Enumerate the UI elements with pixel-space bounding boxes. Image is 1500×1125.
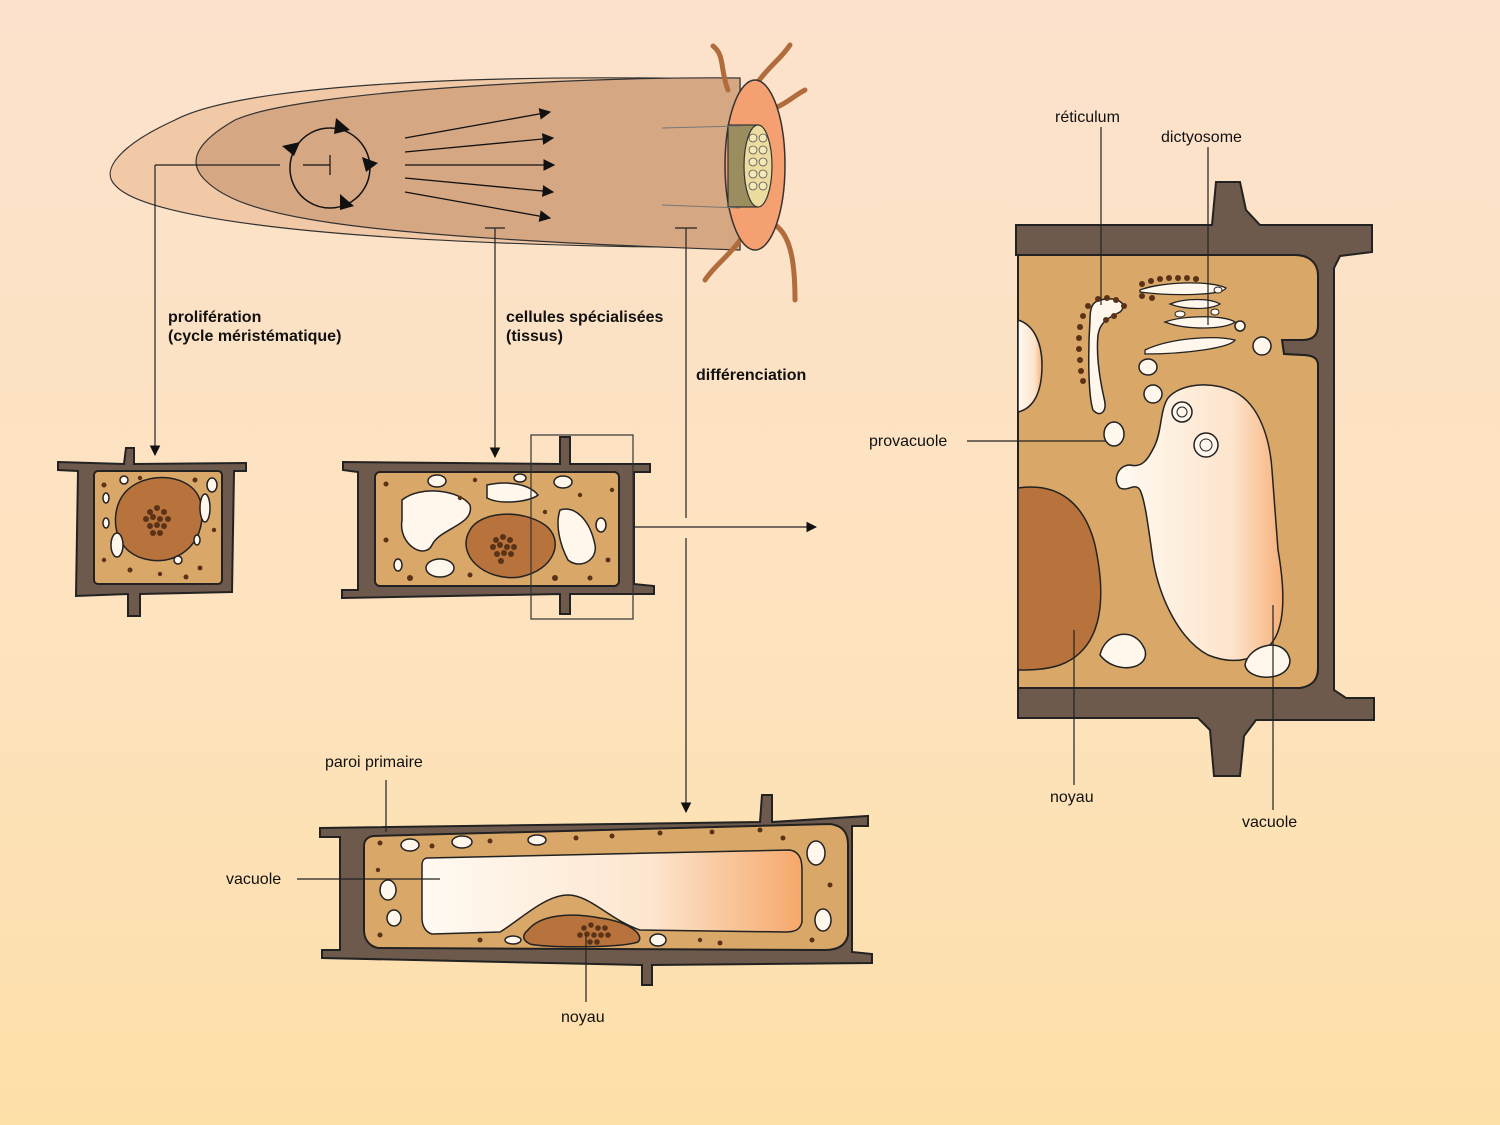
granules	[101, 475, 217, 580]
specialized-arrow	[485, 227, 505, 459]
dictyosome	[1139, 275, 1237, 355]
central-vacuole	[421, 849, 803, 935]
label-dictyosome: dictyosome	[1161, 129, 1242, 146]
label-paroi-primaire: paroi primaire	[325, 754, 423, 771]
vesicle	[1176, 406, 1188, 418]
label-provacuole: provacuole	[869, 433, 947, 450]
pointer-line	[661, 204, 741, 209]
vacuole-small	[1244, 644, 1291, 678]
label-specialized-tissues: (tissus)	[506, 328, 563, 345]
root-hair	[755, 42, 793, 85]
nucleus	[1017, 486, 1102, 671]
partial-vacuole-left	[1017, 318, 1043, 413]
cycle-arrowheads	[282, 118, 378, 210]
label-reticulum: réticulum	[1055, 109, 1120, 126]
nucleus	[523, 914, 641, 948]
vacuoles	[393, 473, 607, 578]
reticulum	[1088, 298, 1124, 415]
specialized-cell	[341, 434, 655, 620]
ribosomes	[1076, 295, 1127, 384]
meristematic-cell	[57, 447, 247, 617]
label-vacuole-bottom: vacuole	[226, 871, 281, 888]
differentiation-arrow	[675, 227, 697, 814]
vesicle	[1171, 401, 1193, 423]
granules	[375, 827, 833, 946]
vessels	[748, 133, 768, 191]
pointer-line	[661, 125, 741, 129]
elongation-arrows	[404, 108, 556, 222]
label-differentiation: différenciation	[696, 367, 806, 384]
label-proliferation: prolifération	[168, 309, 261, 326]
vacuole-small	[1099, 633, 1147, 669]
zoom-frame	[530, 434, 634, 620]
vesicle	[1193, 432, 1219, 458]
root-hair	[702, 237, 743, 283]
root-hair	[710, 43, 731, 93]
vesicle	[1199, 438, 1213, 452]
label-noyau-right: noyau	[1050, 789, 1094, 806]
stele-face	[743, 124, 773, 208]
root-hair	[772, 222, 798, 303]
chromatin	[490, 534, 517, 564]
enlarged-cell	[1015, 181, 1375, 777]
label-specialized-cells: cellules spécialisées	[506, 309, 664, 326]
large-vacuole	[1115, 384, 1284, 662]
root-tip	[109, 42, 808, 303]
chromatin	[143, 505, 171, 536]
root-body	[195, 77, 741, 251]
differentiated-cell	[319, 794, 873, 986]
small-vacuoles	[379, 834, 832, 947]
label-vacuole-right: vacuole	[1242, 814, 1297, 831]
proliferation-arrow	[149, 164, 280, 457]
nucleus	[465, 513, 556, 579]
label-noyau-bottom: noyau	[561, 1009, 605, 1026]
granules	[383, 477, 615, 581]
provacuoles	[1103, 320, 1272, 447]
vacuoles	[102, 475, 218, 565]
label-proliferation-cycle: (cycle méristématique)	[168, 328, 341, 345]
